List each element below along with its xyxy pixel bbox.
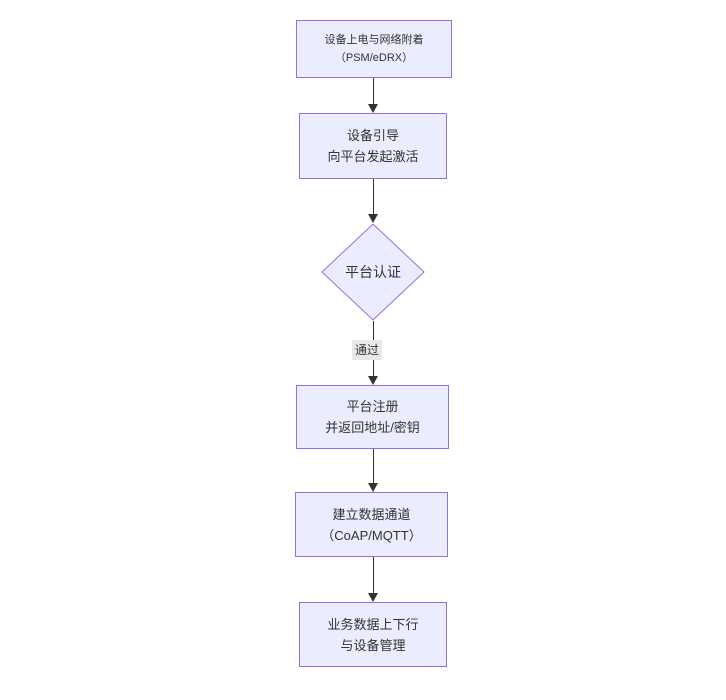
edge-register-to-channel-line [373,449,374,484]
node-power-attach: 设备上电与网络附着 （PSM/eDRX） [296,20,452,78]
node-business-line2: 与设备管理 [340,637,406,653]
edge-channel-to-business-line [373,557,374,594]
node-business-line1: 业务数据上下行 [327,616,419,632]
edge-bootstrap-to-auth-line [373,179,374,215]
edge-channel-to-business-arrowhead-icon [368,593,378,602]
node-register: 平台注册 并返回地址/密钥 [296,385,449,449]
edge-power-to-bootstrap-line [373,78,374,105]
edge-power-to-bootstrap-arrowhead-icon [368,104,378,113]
node-bootstrap: 设备引导 向平台发起激活 [299,113,447,179]
node-channel: 建立数据通道 （CoAP/MQTT） [295,492,448,557]
node-bootstrap-line1: 设备引导 [346,128,399,143]
edge-auth-pass-label: 通过 [352,340,383,360]
node-register-line2: 并返回地址/密钥 [325,420,420,435]
edge-auth-to-register-arrowhead-icon [368,376,378,385]
node-auth-label: 平台认证 [345,264,401,280]
diamond-shape [321,223,425,321]
node-business: 业务数据上下行 与设备管理 [299,602,447,667]
node-auth-decision: 平台认证 [321,223,425,321]
node-channel-line1: 建立数据通道 [332,506,411,522]
node-power-attach-line1: 设备上电与网络附着 [324,34,424,46]
node-register-line1: 平台注册 [346,399,399,414]
edge-bootstrap-to-auth-arrowhead-icon [368,214,378,223]
edge-register-to-channel-arrowhead-icon [368,483,378,492]
node-bootstrap-line2: 向平台发起激活 [327,149,419,164]
node-channel-line2: （CoAP/MQTT） [321,527,422,543]
node-power-attach-line2: （PSM/eDRX） [334,52,414,64]
